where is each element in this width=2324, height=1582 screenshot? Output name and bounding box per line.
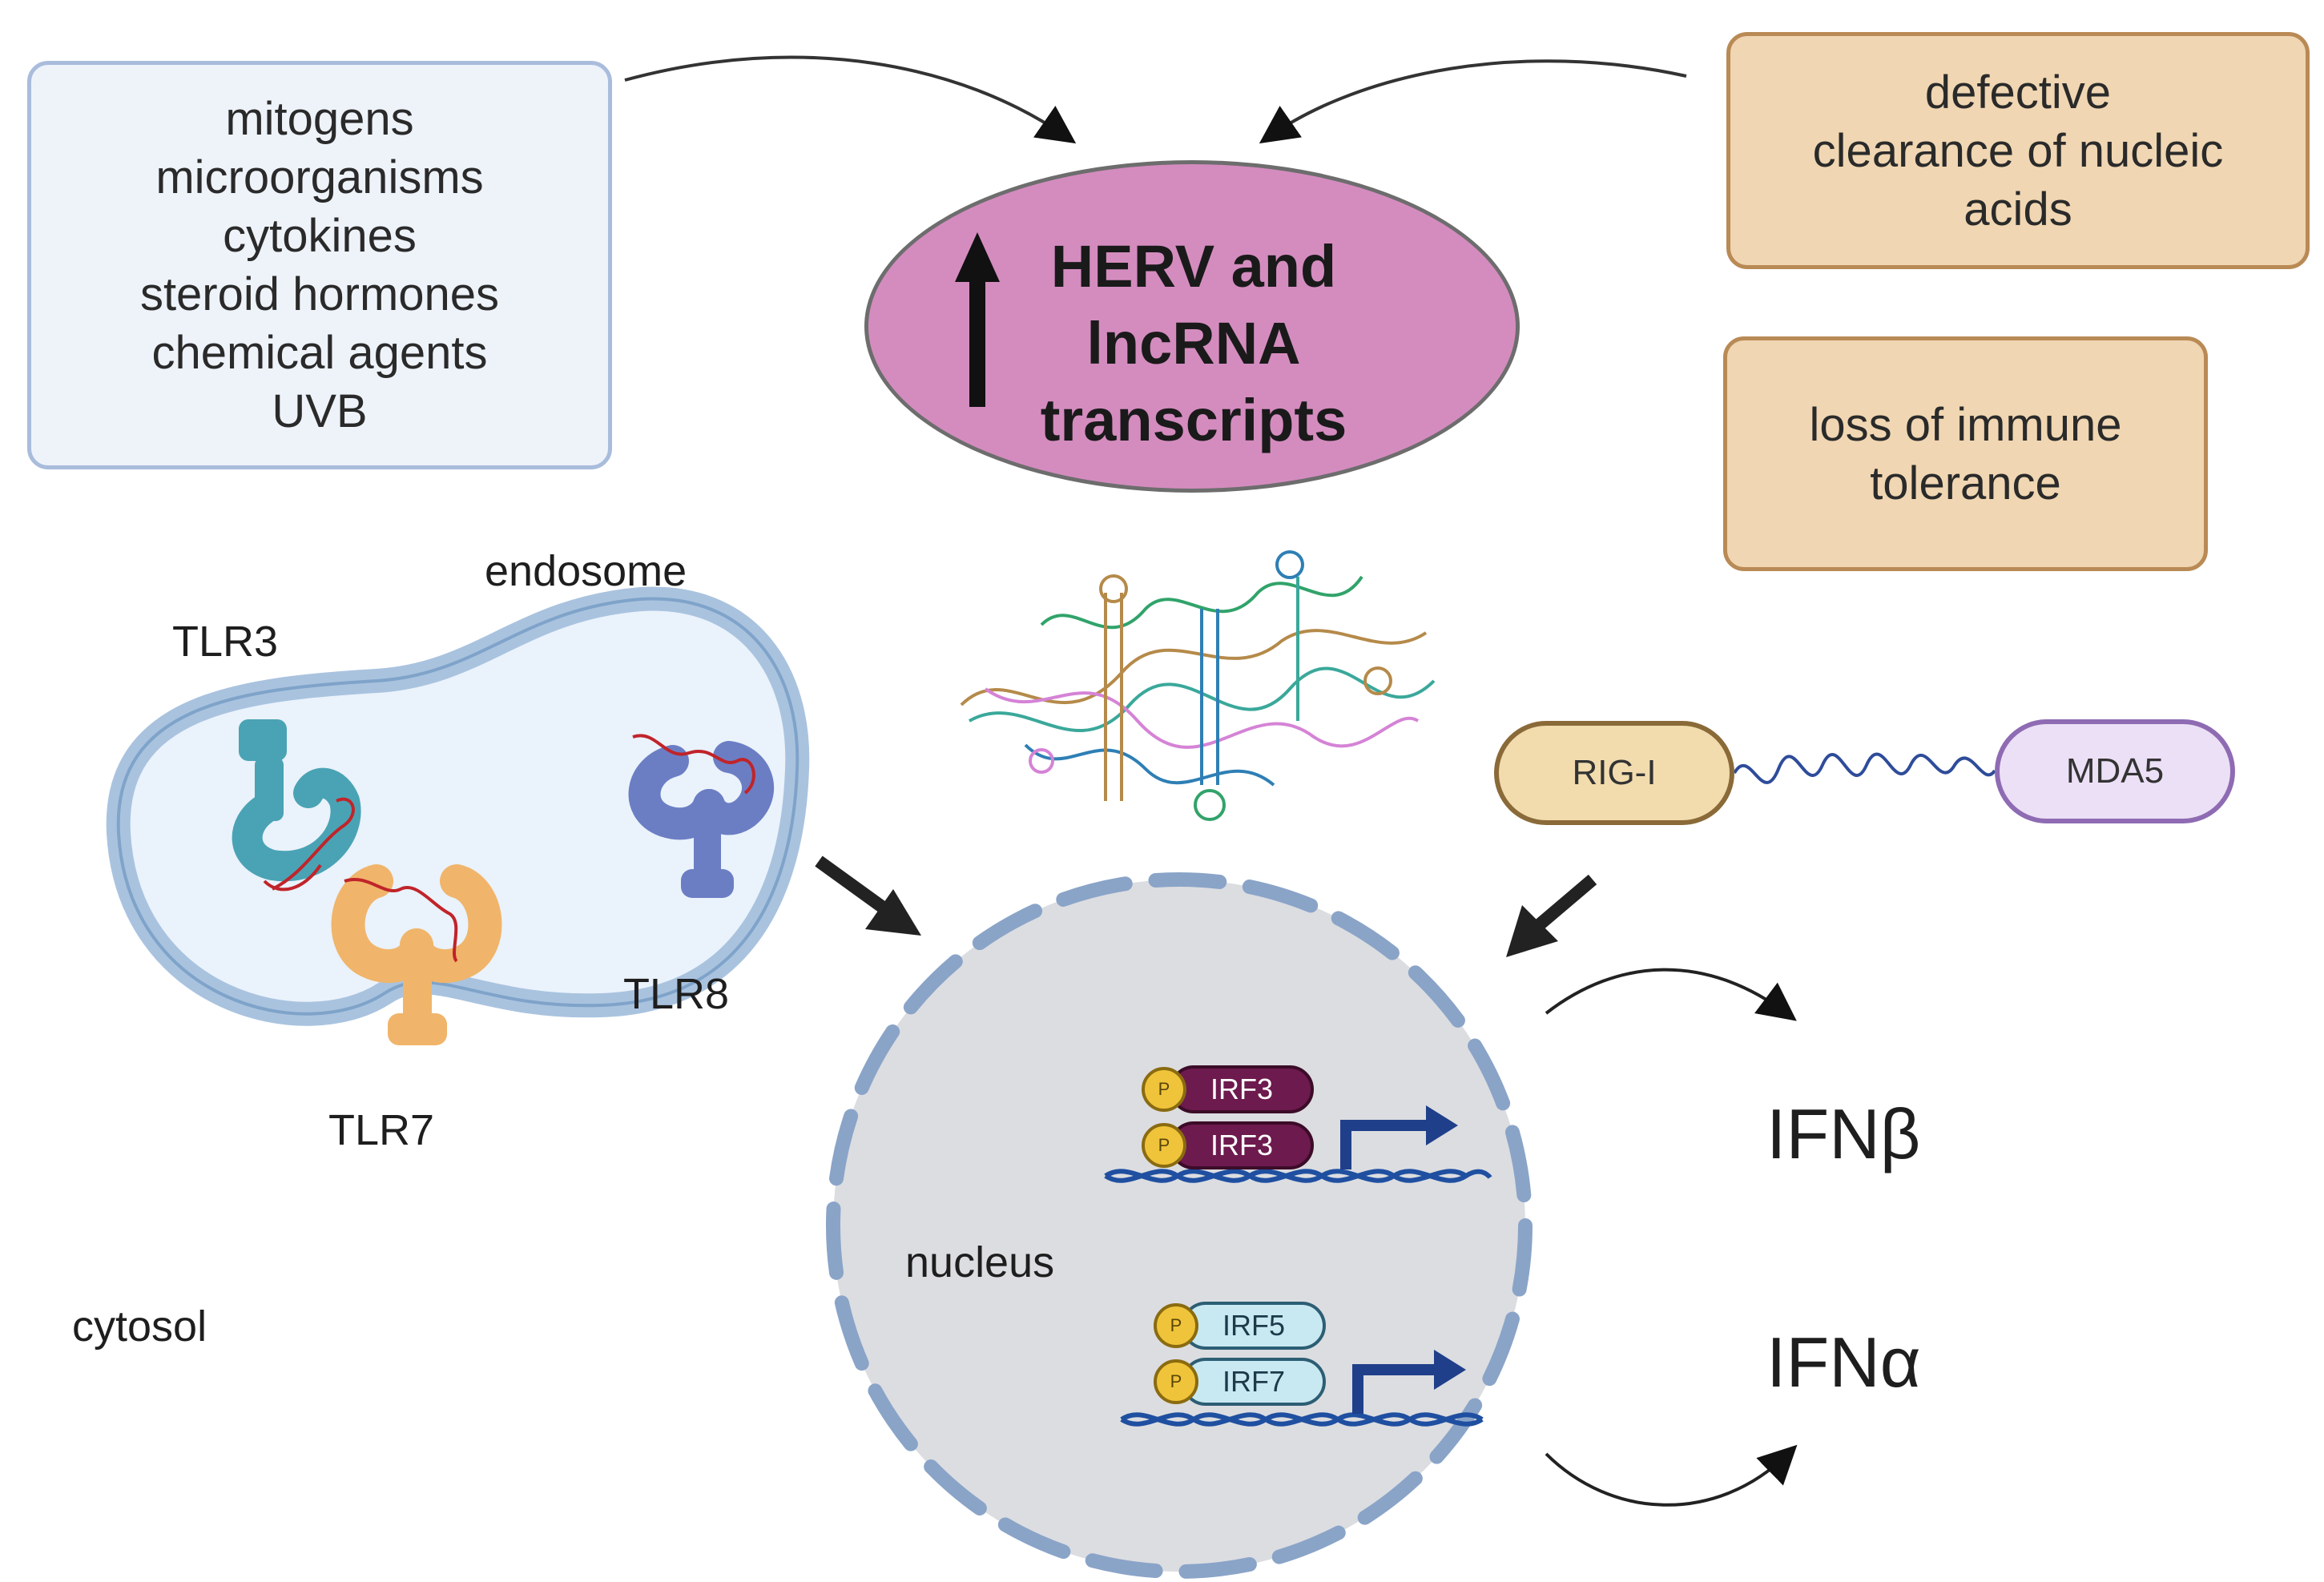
herv-line: transcripts [1040,387,1347,453]
phospho-dot: P [1154,1303,1198,1348]
tlr8-label: TLR8 [623,970,730,1018]
tolerance-line: tolerance [1870,457,2061,509]
tlr7-receptor [331,864,502,1045]
immune-tolerance-box: loss of immune tolerance [1723,336,2208,571]
endosome [106,586,810,1026]
trigger-item: mitogens [225,93,414,145]
nucleus-to-ifnb-arrow [1545,968,1797,1021]
clearance-to-herv-arrow [1259,59,1687,144]
trigger-to-herv-arrow [624,55,1077,144]
tlr3-label: TLR3 [172,618,279,666]
endosome-label: endosome [485,547,687,595]
endosome-to-nucleus-arrow [815,855,921,936]
phospho-dot: P [1142,1123,1186,1168]
transcription-arrow-icon [1352,1350,1466,1414]
irf3-protein: IRF3 [1170,1121,1314,1169]
rna-tangle-icon [960,550,1436,821]
tlr3-receptor [232,719,361,892]
nucleus [826,872,1533,1579]
irf5-protein: IRF5 [1182,1302,1326,1350]
rig-i-sensor: RIG-I [1494,721,1734,825]
clearance-line: defective [1924,66,2112,119]
trigger-item: cytokines [223,210,417,262]
clearance-line: clearance of nucleic [1812,124,2224,177]
trigger-item: microorganisms [155,151,484,203]
cytosol-label: cytosol [72,1302,207,1351]
ifn-beta-label: IFNβ [1766,1094,1921,1173]
tlr8-receptor [628,734,774,898]
dsrna-connector [1733,752,1996,784]
ifn-alpha-label: IFNα [1766,1322,1921,1402]
mda5-sensor: MDA5 [1995,719,2235,823]
irf3-protein: IRF3 [1170,1065,1314,1113]
dna-helix-icon [1120,1412,1484,1427]
transcription-arrow-icon [1340,1105,1458,1169]
herv-label: HERV and lncRNA transcripts [993,228,1394,459]
phospho-dot: P [1154,1359,1198,1404]
trigger-item: chemical agents [151,327,488,379]
phospho-dot: P [1142,1067,1186,1112]
sensor-to-nucleus-arrow [1506,874,1597,957]
dna-helix-icon [1104,1169,1492,1183]
nucleus-label: nucleus [905,1238,1055,1286]
trigger-item: UVB [272,385,368,437]
tlr7-label: TLR7 [328,1106,435,1154]
clearance-line: acids [1964,183,2072,235]
tolerance-line: loss of immune [1809,398,2122,451]
herv-line: HERV and [1050,233,1337,300]
herv-line: lncRNA [1086,310,1301,376]
nucleus-to-ifna-arrow [1545,1444,1798,1507]
irf7-protein: IRF7 [1182,1358,1326,1406]
trigger-item: steroid hormones [139,268,500,320]
triggers-box: mitogens microorganisms cytokines steroi… [27,61,612,469]
up-arrow-icon [955,232,1000,407]
defective-clearance-box: defective clearance of nucleic acids [1726,32,2310,269]
